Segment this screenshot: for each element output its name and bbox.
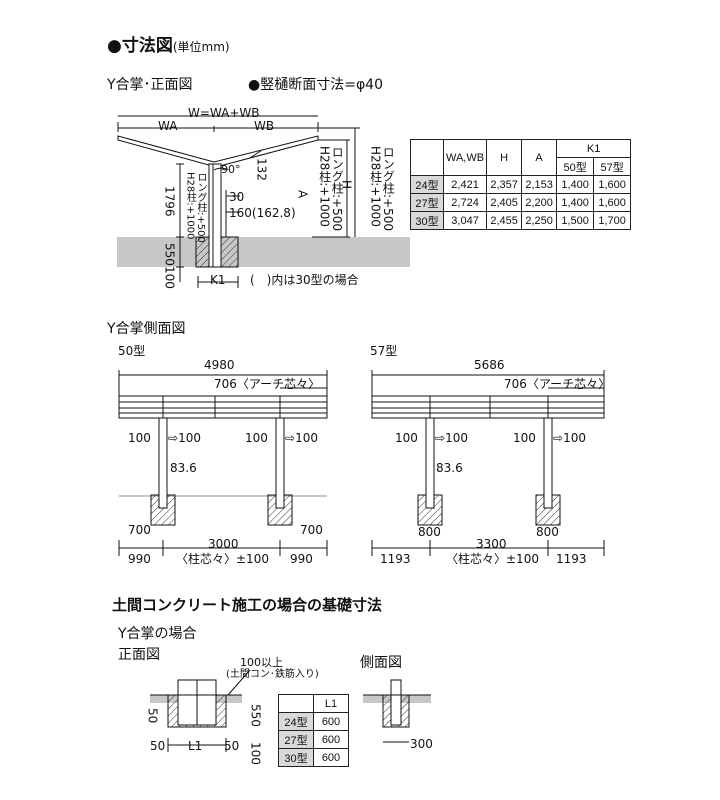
side57-p1b: ⇨100 bbox=[435, 431, 468, 445]
front-label-h: H bbox=[339, 180, 354, 190]
foundation-note-concrete: (土間コン･鉄筋入り) bbox=[226, 669, 319, 680]
side50-total: 4980 bbox=[204, 358, 235, 372]
front-width-total: W=WA+WB bbox=[188, 106, 260, 120]
side57-span: 3300 bbox=[476, 537, 507, 551]
foundation-dim-50: 50 bbox=[145, 708, 160, 724]
foundation-side-300: 300 bbox=[410, 737, 433, 751]
front-roof bbox=[117, 135, 319, 168]
foundation-dim-550: 550 bbox=[248, 704, 263, 727]
side50-offset-left: 990 bbox=[128, 552, 151, 566]
foundation-heading: 土間コンクリート施工の場合の基礎寸法 bbox=[112, 596, 383, 614]
front-dim-30: 30 bbox=[229, 190, 245, 204]
front-dim-100: 100 bbox=[162, 266, 177, 289]
side57-type: 57型 bbox=[370, 344, 398, 358]
front-dim-160: 160(162.8) bbox=[229, 206, 296, 220]
side57-p1: 100 bbox=[395, 431, 418, 445]
side57-pillar-right bbox=[543, 417, 553, 509]
foundation-l1: L1 bbox=[188, 739, 203, 753]
side50-type: 50型 bbox=[118, 344, 146, 358]
side50-offset-right: 990 bbox=[290, 552, 313, 566]
side57-arch: 706〈アーチ芯々〉 bbox=[504, 377, 611, 391]
side50-p2: 100 bbox=[245, 431, 268, 445]
front-label-a: A bbox=[295, 190, 310, 199]
front-ground bbox=[117, 237, 410, 267]
side57-footing-800-right: 800 bbox=[536, 525, 559, 539]
side57-pitch: 〈柱芯々〉±100 bbox=[446, 552, 539, 566]
front-width-wb: WB bbox=[254, 119, 275, 133]
side50-83-6: 83.6 bbox=[170, 461, 197, 475]
front-k1: K1 bbox=[210, 273, 226, 287]
front-pillar bbox=[208, 163, 222, 268]
front-dim-132: 132 bbox=[254, 158, 269, 181]
side50-p2b: ⇨100 bbox=[285, 431, 318, 445]
side50-footing-700-right: 700 bbox=[300, 523, 323, 537]
page-title: ●寸法図(単位mm) bbox=[107, 36, 230, 56]
side50-span: 3000 bbox=[208, 537, 239, 551]
side57-total: 5686 bbox=[474, 358, 505, 372]
front-pillar-note-far: ロング柱:+500 H28柱:+1000 bbox=[368, 146, 396, 232]
foundation-note-100: 100以上 bbox=[240, 656, 283, 669]
side50-pillar-left bbox=[158, 417, 168, 509]
side50-p1b: ⇨100 bbox=[168, 431, 201, 445]
foundation-b50-left: 50 bbox=[150, 739, 166, 753]
foundation-side-label: 側面図 bbox=[360, 655, 402, 671]
front-pillar-note: ロング柱:+500 H28柱:+1000 bbox=[184, 172, 207, 243]
side57-offset-left: 1193 bbox=[380, 552, 411, 566]
side50-p1: 100 bbox=[128, 431, 151, 445]
front-view-heading: Y合掌･正面図 bbox=[107, 77, 193, 93]
downspout-note: ●竪樋断面寸法=φ40 bbox=[248, 77, 383, 93]
foundation-front-label: 正面図 bbox=[118, 647, 160, 663]
side50-pillar-right bbox=[275, 417, 285, 509]
side57-offset-right: 1193 bbox=[556, 552, 587, 566]
foundation-case: Y合掌の場合 bbox=[118, 626, 197, 642]
front-height-1796: 1796 bbox=[162, 186, 177, 217]
front-note-30type: ( )内は30型の場合 bbox=[250, 273, 359, 287]
front-angle: 90° bbox=[221, 163, 241, 176]
front-pillar-note-right: ロング柱:+500 H28柱:+1000 bbox=[317, 146, 345, 232]
side57-pillar-left bbox=[425, 417, 435, 509]
side57-83-6: 83.6 bbox=[436, 461, 463, 475]
front-dim-550: 550 bbox=[162, 243, 177, 266]
side50-footing-700-left: 700 bbox=[128, 523, 151, 537]
side50-pitch: 〈柱芯々〉±100 bbox=[176, 552, 269, 566]
side50-ground bbox=[119, 495, 327, 497]
side-view-heading: Y合掌側面図 bbox=[107, 321, 186, 337]
foundation-dim-100: 100 bbox=[248, 742, 263, 765]
foundation-b50-right: 50 bbox=[224, 739, 240, 753]
side50-arch: 706〈アーチ芯々〉 bbox=[214, 377, 321, 391]
side57-footing-800-left: 800 bbox=[418, 525, 441, 539]
side57-p2b: ⇨100 bbox=[553, 431, 586, 445]
front-width-wa: WA bbox=[158, 119, 178, 133]
side57-p2: 100 bbox=[513, 431, 536, 445]
